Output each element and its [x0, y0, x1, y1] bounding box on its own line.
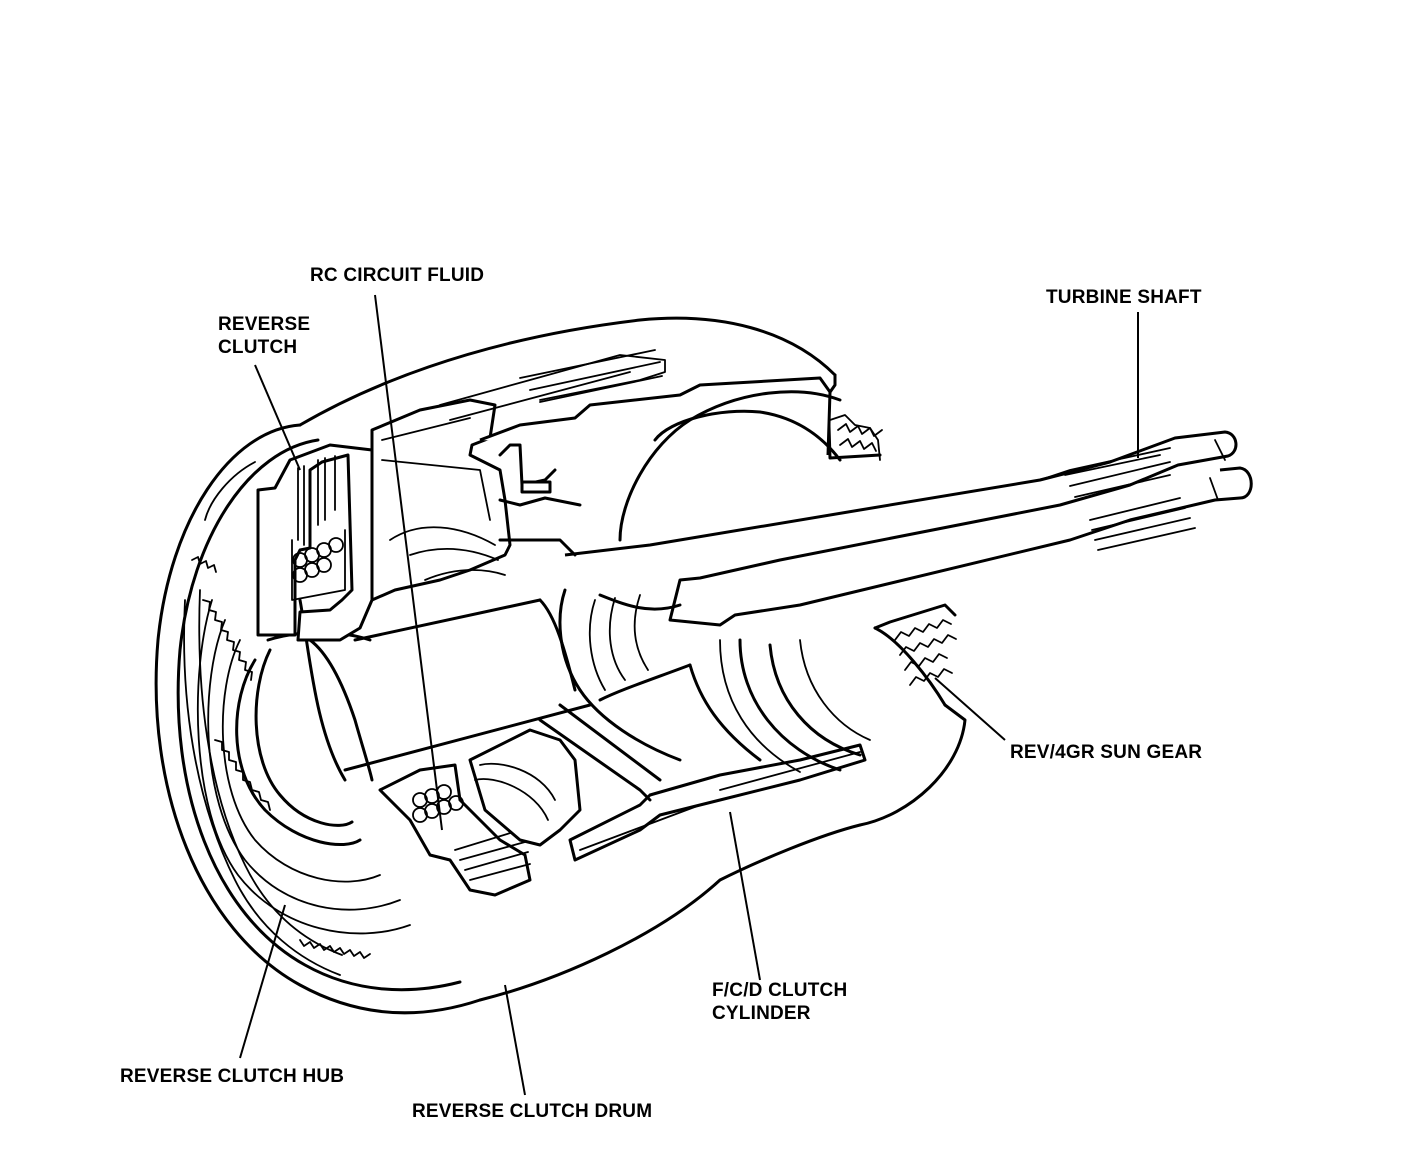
sun-gear-teeth — [894, 619, 957, 686]
label-rev-4gr-sun-gear: REV/4GR SUN GEAR — [1010, 742, 1203, 763]
outer-drum-shell — [154, 316, 967, 1015]
label-fcd-clutch-line2: CYLINDER — [712, 1003, 811, 1024]
turbine-shaft — [558, 430, 1253, 702]
label-turbine-shaft: TURBINE SHAFT — [1046, 287, 1202, 308]
rear-gear-window — [618, 390, 883, 542]
leader-reverse-clutch-hub — [239, 904, 286, 1059]
label-reverse-clutch-line1: REVERSE — [218, 314, 311, 335]
inner-hub — [196, 598, 592, 935]
reverse-clutch-piston — [256, 443, 374, 642]
label-reverse-clutch: REVERSE CLUTCH — [218, 313, 310, 359]
label-reverse-clutch-drum: REVERSE CLUTCH DRUM — [412, 1101, 653, 1122]
leader-reverse-clutch — [254, 364, 301, 471]
label-fcd-clutch-cylinder: F/C/D CLUTCH CYLINDER — [712, 979, 847, 1025]
leader-lines — [239, 294, 1139, 1096]
leader-rc-circuit-fluid — [374, 294, 443, 831]
label-reverse-clutch-line2: CLUTCH — [218, 337, 298, 358]
lower-clutch-section — [378, 638, 871, 897]
label-rc-circuit-fluid: RC CIRCUIT FLUID — [310, 265, 485, 286]
label-reverse-clutch-hub: REVERSE CLUTCH HUB — [120, 1066, 345, 1087]
leader-reverse-clutch-drum — [504, 984, 526, 1096]
label-fcd-clutch-line1: F/C/D CLUTCH — [712, 980, 848, 1001]
leader-fcd-clutch — [729, 811, 761, 981]
leader-rev-4gr-sun-gear — [934, 677, 1006, 741]
